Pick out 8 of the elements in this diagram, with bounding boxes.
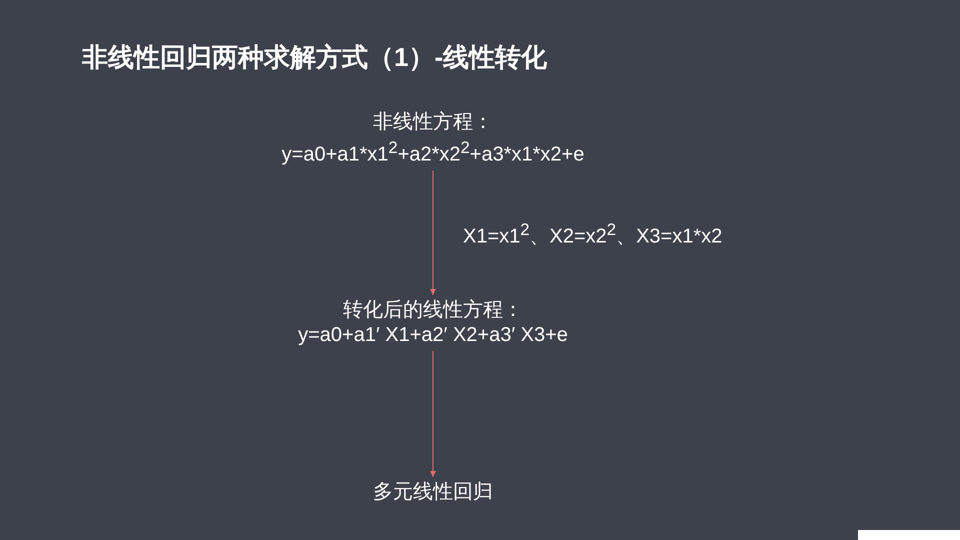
equation-text: y=a0+a1*x1$^{2}$+a2*x2$^{2}$+a3*x1*x2+e <box>282 137 584 168</box>
node-text: 多元线性回归 <box>373 480 493 505</box>
node-heading: 转化后的线性方程： <box>343 298 523 323</box>
node-heading: 非线性方程： <box>373 110 493 135</box>
arrow <box>430 170 436 296</box>
arrow <box>430 350 436 478</box>
slide-title: 非线性回归两种求解方式（1）-线性转化 <box>82 41 548 74</box>
equation-text: y=a0+a1′ X1+a2′ X2+a3′ X3+e <box>298 323 568 348</box>
